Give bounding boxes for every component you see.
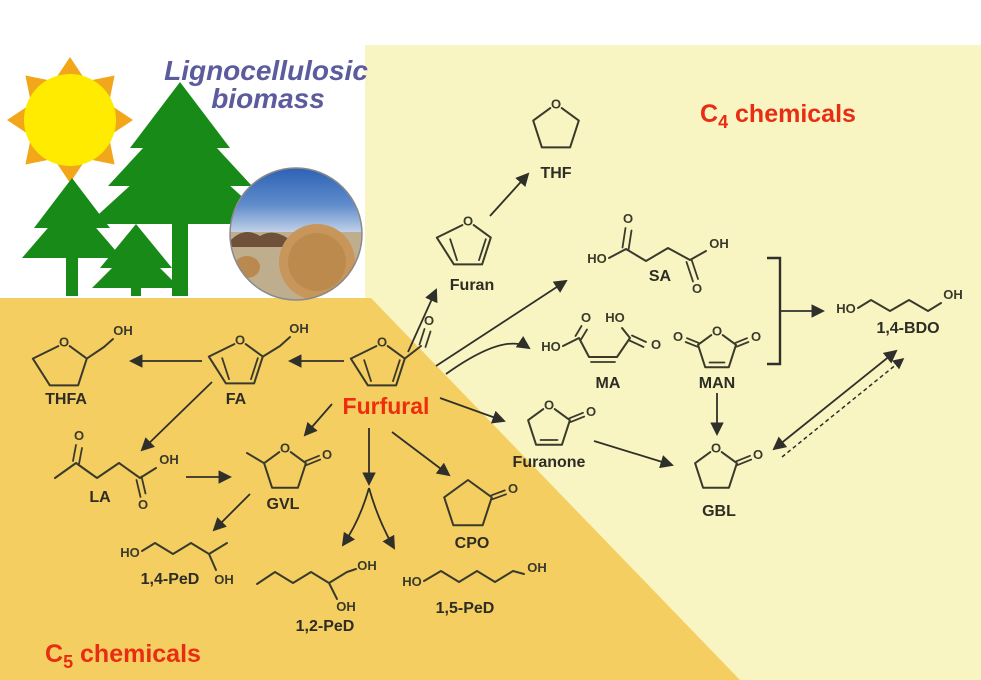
arrow-furfural-to-cpo: [391, 431, 451, 477]
atom-o: O: [463, 214, 473, 229]
furfural-structure: O O: [349, 313, 434, 387]
gvl-structure: O O: [246, 441, 332, 489]
label-bdo: 1,4-BDO: [876, 320, 939, 337]
label-ma: MA: [596, 375, 621, 392]
gbl-structure: O O: [694, 441, 763, 489]
fa-structure: O OH: [207, 321, 309, 385]
ma-structure: HO O HO O: [541, 310, 661, 363]
atom-oh: OH: [527, 560, 547, 575]
reaction-arrows: [128, 172, 905, 550]
hay-bale-photo: [229, 167, 363, 301]
atom-oh: OH: [289, 321, 309, 336]
ped14-structure: HO OH: [120, 542, 234, 587]
atom-o: O: [544, 398, 554, 413]
arrow-gvl-to-ped14: [212, 493, 251, 532]
arrow-gbl-bdo-solid: [772, 349, 898, 451]
label-thf: THF: [540, 165, 571, 182]
furan-structure: O: [435, 214, 492, 266]
arrow-fa-to-la: [140, 381, 213, 452]
furanone-structure: O O: [527, 398, 596, 446]
label-man: MAN: [699, 375, 735, 392]
atom-oh: OH: [159, 452, 179, 467]
arrow-gbl-bdo-dashed: [781, 357, 905, 458]
arrow-furfural-to-furan: [407, 288, 438, 353]
label-furanone: Furanone: [513, 454, 586, 471]
atom-oh: OH: [357, 558, 377, 573]
atom-o: O: [581, 310, 591, 325]
ped12-structure: OH OH: [256, 558, 377, 614]
arrow-furfural-to-sa: [435, 279, 568, 367]
pine-tree-large-icon: [88, 82, 272, 296]
arrow-furan-to-thf: [489, 172, 530, 217]
atom-o: O: [751, 329, 761, 344]
label-thfa: THFA: [45, 391, 87, 408]
label-cpo: CPO: [455, 535, 490, 552]
atom-o: O: [322, 447, 332, 462]
atom-o: O: [711, 441, 721, 456]
label-gvl: GVL: [267, 496, 300, 513]
atom-o: O: [59, 335, 69, 350]
arrow-furfural-to-gvl: [303, 403, 333, 437]
arrow-fork-to-ped12: [341, 487, 370, 547]
atom-o: O: [138, 497, 148, 512]
label-ped14: 1,4-PeD: [141, 571, 200, 588]
atom-o: O: [424, 313, 434, 328]
label-furan: Furan: [450, 277, 494, 294]
atom-o: O: [74, 428, 84, 443]
atom-ho: HO: [587, 251, 607, 266]
thfa-structure: O OH: [31, 323, 133, 387]
atom-o: O: [651, 337, 661, 352]
atom-o: O: [377, 335, 387, 350]
c5-region-title: C5 chemicals: [45, 640, 201, 672]
atom-ho: HO: [541, 339, 561, 354]
atom-oh: OH: [709, 236, 729, 251]
label-ped15: 1,5-PeD: [436, 600, 495, 617]
sa-structure: HO O O OH: [587, 211, 729, 296]
thf-structure: O: [532, 97, 580, 149]
atom-o: O: [551, 97, 561, 112]
c4-region-title: C4 chemicals: [700, 100, 856, 132]
atom-o: O: [623, 211, 633, 226]
ped15-structure: HO OH: [402, 560, 547, 589]
atom-ho: HO: [836, 301, 856, 316]
atom-o: O: [753, 447, 763, 462]
arrow-fork-to-ped15: [368, 487, 396, 550]
arrow-furfural-to-ma: [445, 336, 531, 375]
atom-ho: HO: [120, 545, 140, 560]
arrow-furanone-to-gbl: [593, 440, 674, 469]
atom-o: O: [586, 404, 596, 419]
label-la: LA: [89, 489, 111, 506]
la-structure: O O OH: [54, 428, 179, 512]
atom-oh: OH: [336, 599, 356, 614]
label-gbl: GBL: [702, 503, 736, 520]
sun-icon: [24, 74, 116, 166]
atom-ho: HO: [402, 574, 422, 589]
atom-o: O: [692, 281, 702, 296]
biomass-title-line1: Lignocellulosic: [164, 55, 368, 86]
biomass-title-line2: biomass: [211, 83, 325, 114]
atom-oh: OH: [943, 287, 963, 302]
atom-oh: OH: [214, 572, 234, 587]
cpo-structure: O: [443, 479, 518, 527]
label-ped12: 1,2-PeD: [296, 618, 355, 635]
pine-tree-small-icon: [92, 224, 180, 296]
biomass-vignette: Lignocellulosic biomass: [7, 55, 368, 301]
atom-o: O: [673, 329, 683, 344]
man-structure: O O O: [673, 324, 761, 369]
atom-o: O: [508, 481, 518, 496]
label-furfural: Furfural: [343, 393, 430, 419]
bdo-structure: HO OH: [836, 287, 963, 316]
atom-oh: OH: [113, 323, 133, 338]
arrow-furfural-to-furanone: [439, 397, 506, 424]
label-fa: FA: [226, 391, 247, 408]
atom-o: O: [235, 333, 245, 348]
atom-ho: HO: [605, 310, 625, 325]
atom-o: O: [280, 441, 290, 456]
atom-o: O: [712, 324, 722, 339]
pine-tree-left-icon: [22, 178, 122, 296]
label-sa: SA: [649, 268, 672, 285]
